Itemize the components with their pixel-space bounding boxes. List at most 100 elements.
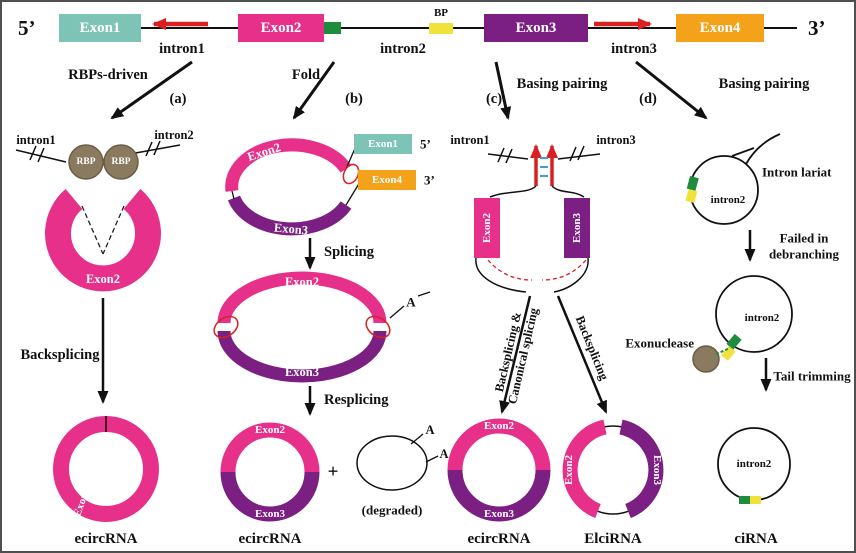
- a-intron2-line: [129, 144, 181, 155]
- b-fold-exon2-label: Exon2: [246, 140, 283, 164]
- c-right-product-exon2-arc: [562, 419, 607, 518]
- pathway-c-branch-arrow-icon: [494, 61, 512, 120]
- d-step1-label-2: debranching: [769, 247, 840, 262]
- c-right-product-exon3-label: Exon3: [651, 455, 663, 485]
- d-step2-label: Tail trimming: [773, 369, 851, 384]
- d-exonuclease-label: Exonuclease: [625, 336, 694, 351]
- pathway-a-title: RBPs-driven: [68, 67, 148, 83]
- c-left-product-label: ecircRNA: [467, 531, 530, 547]
- pathway-a-branch-arrow-icon: [110, 60, 193, 120]
- c-left-product-exon3-label: Exon3: [484, 508, 514, 520]
- intron2-label: intron2: [380, 41, 426, 57]
- a-product-ring: [53, 416, 159, 522]
- c-right-product-exon3-arc: [619, 419, 664, 518]
- exon2-label: Exon2: [261, 20, 302, 36]
- a-product-label: ecircRNA: [74, 531, 137, 547]
- b-degraded-a1-label: A: [425, 423, 434, 437]
- plus-sign: +: [328, 462, 339, 483]
- d-green-segment: [726, 333, 742, 350]
- a-splice-dash-line: [102, 205, 125, 255]
- b-exon1-box: [354, 134, 412, 154]
- b-product-exon2-arc: [220, 422, 320, 473]
- c-exon2-box: [474, 198, 500, 258]
- b-tail-tick-icon: [417, 291, 431, 297]
- b-degraded-label: (degraded): [362, 503, 423, 518]
- b-degraded-tick-icon: [410, 433, 424, 445]
- pathway-d-branch-arrow-icon: [635, 60, 708, 120]
- exon3-box: [484, 14, 588, 42]
- c-left-product-exon2-arc: [447, 418, 551, 471]
- b-fold-loop-line: [231, 190, 235, 200]
- d-lariat-tail-line: [745, 133, 781, 165]
- rbp-protein-icon: [68, 144, 104, 180]
- c-break-tick-icon: [577, 145, 585, 161]
- c-right-product-label: ElciRNA: [584, 531, 642, 547]
- pathway-b-branch-arrow-icon: [292, 61, 336, 120]
- b-fold-strand-line: [345, 181, 361, 206]
- d-green-segment: [686, 175, 699, 191]
- exon2-box: [238, 14, 324, 42]
- c-strand-line: [553, 257, 589, 293]
- a-break-tick-icon: [153, 140, 161, 156]
- pathway-c-title: Basing pairing: [517, 76, 608, 92]
- a-arc-exon2-label: Exon2: [86, 272, 120, 286]
- d-lariat-segment: [685, 175, 699, 203]
- b-product-label: ecircRNA: [238, 531, 301, 547]
- b-fold-exon3-arc: [227, 195, 352, 236]
- c-break-tick-icon: [505, 148, 513, 164]
- exon4-label: Exon4: [700, 20, 741, 36]
- b-five-prime-label: 5’: [420, 137, 431, 152]
- b-spliced-exon2-label: Exon2: [285, 275, 319, 289]
- b-product-exon2-label: Exon2: [255, 424, 285, 436]
- exon4-box: [676, 14, 764, 42]
- branch-point-label: BP: [434, 7, 448, 19]
- exon1-box: [59, 14, 141, 42]
- d-mid-intron-label: intron2: [745, 312, 780, 324]
- c-splice-dash-line: [487, 259, 533, 281]
- rbp2-label: RBP: [112, 157, 131, 167]
- rbp1-label: RBP: [77, 157, 96, 167]
- d-lariat-intron-label: intron2: [711, 194, 746, 206]
- pathway-d-title: Basing pairing: [719, 76, 810, 92]
- c-exon3-label: Exon3: [571, 213, 583, 243]
- c-intron1-label: intron1: [450, 133, 489, 147]
- branch-point-segment: [429, 23, 453, 34]
- c-strand-line: [475, 257, 527, 293]
- b-spliced-exon2-arc: [217, 271, 387, 324]
- c-exon3-box: [564, 198, 590, 258]
- d-product-label: ciRNA: [734, 531, 777, 547]
- c-splice-dash-line: [541, 259, 587, 281]
- b-exon4-label: Exon4: [372, 174, 402, 186]
- a-exon2-arc: [45, 189, 161, 292]
- d-product-intron-label: intron2: [737, 458, 772, 470]
- d-debranch-failed-loop: [715, 275, 793, 353]
- a-splice-dash-line: [81, 205, 104, 255]
- d-lariat-junction-icon: [731, 147, 755, 157]
- b-step2-label: Resplicing: [324, 392, 389, 408]
- b-lariat-loop-icon: [365, 315, 391, 339]
- c-break-tick-icon: [569, 146, 577, 162]
- b-three-prime-label: 3’: [424, 173, 435, 188]
- c-strand-line: [551, 185, 585, 198]
- c-right-product-exon2-label: Exon2: [563, 455, 575, 485]
- b-tail-a-label: A: [406, 295, 416, 310]
- b-degraded-tick-icon: [425, 455, 439, 463]
- b-degraded-a2-label: A: [439, 447, 448, 461]
- three-prime-label: 3’: [808, 16, 826, 40]
- intron1-label: intron1: [159, 41, 205, 57]
- b-degraded-intron-circle: [356, 435, 428, 491]
- c-strand-line: [489, 185, 537, 198]
- b-fold-exon3-label: Exon3: [273, 221, 308, 238]
- b-exon1-label: Exon1: [368, 138, 398, 150]
- exon3-label: Exon3: [516, 20, 557, 36]
- d-green-segment: [739, 496, 750, 504]
- b-product-exon3-label: Exon3: [255, 508, 285, 520]
- a-intron2-label: intron2: [154, 128, 193, 142]
- b-junction-loop-icon: [342, 163, 360, 185]
- b-lariat-loop-icon: [213, 315, 239, 339]
- five-prime-label: 5’: [18, 16, 36, 40]
- pathway-b-title: Fold: [292, 67, 320, 83]
- b-fold-exon2-arc: [225, 138, 352, 192]
- d-branchpoint-segment: [750, 496, 761, 504]
